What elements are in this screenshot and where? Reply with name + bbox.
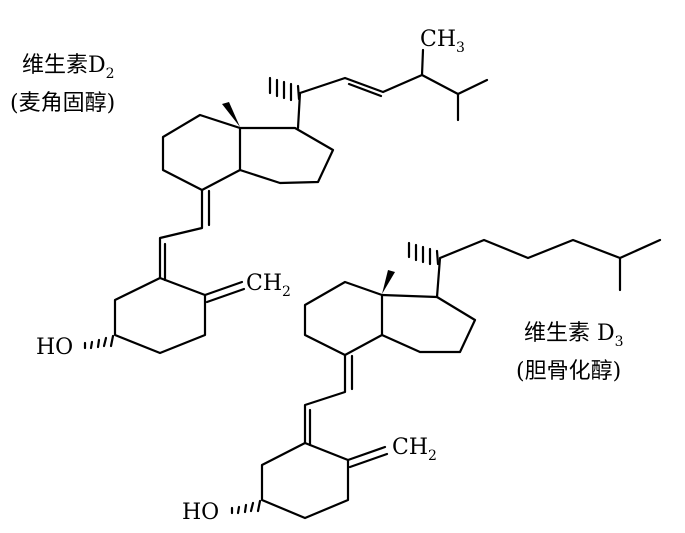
d3-ring-d [380, 293, 477, 354]
d3-hydroxyl-hashed-bond [230, 499, 262, 515]
d3-ch2-label: CH2 [392, 435, 437, 464]
d2-side-chain [296, 48, 489, 130]
vitamin-d2-name: 维生素D2 [22, 53, 115, 82]
vitamin-d2-alt-name: (麦角固醇) [10, 91, 115, 116]
vitamin-d3-alt-name: (胆骨化醇) [516, 359, 621, 384]
d2-hydroxyl-hashed-bond [83, 334, 115, 350]
d2-angular-methyl-wedge [222, 102, 240, 127]
vitamin-d3-name: 维生素 D3 [524, 321, 624, 350]
d2-ho-label: HO [36, 335, 73, 360]
d3-atom-labels: CH2 HO [182, 435, 437, 525]
d3-side-chain [435, 238, 662, 299]
d3-ho-label: HO [182, 500, 219, 525]
d2-atom-labels: CH3 CH2 HO [36, 27, 465, 360]
d3-angular-methyl-wedge [382, 270, 395, 294]
d3-methylene-bond [346, 445, 389, 469]
d2-ring-d [238, 126, 335, 185]
d2-c20-hashed-methyl [268, 76, 301, 102]
d3-c20-hashed-methyl [407, 241, 440, 266]
d2-ring-c [161, 113, 242, 192]
d2-connecting-chain [158, 188, 204, 280]
vitamin-d3-structure [230, 238, 662, 520]
d2-side-chain-double-bond [347, 82, 383, 98]
d3-ring-a [260, 441, 350, 520]
d2-ring-a [113, 276, 207, 355]
vitamin-d2-structure [83, 48, 489, 355]
vitamin-d2-label: 维生素D2 (麦角固醇) [10, 53, 115, 116]
d3-ring-c [303, 280, 384, 357]
vitamin-d3-label: 维生素 D3 (胆骨化醇) [516, 321, 624, 384]
d2-ch3-label: CH3 [420, 27, 465, 56]
d2-ch2-label: CH2 [246, 271, 291, 300]
d2-methylene-bond [203, 280, 246, 304]
d3-connecting-chain [303, 353, 347, 445]
